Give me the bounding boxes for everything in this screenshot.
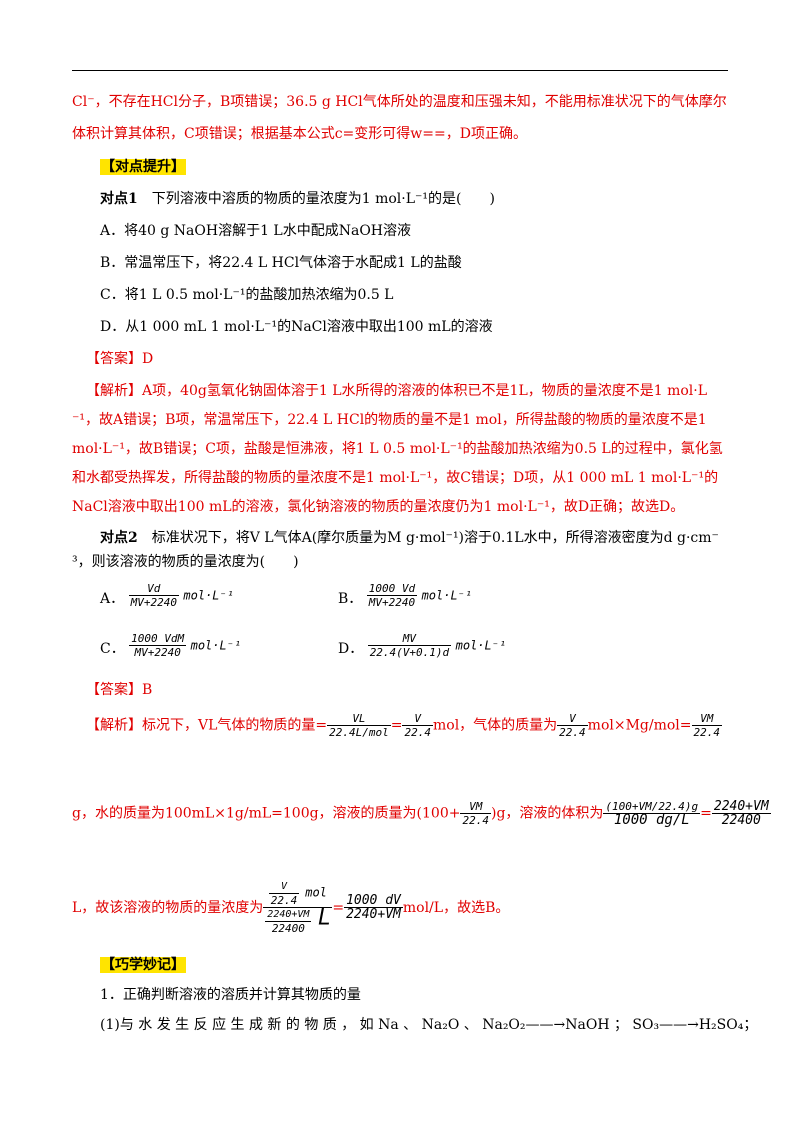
q2-label: 对点2 xyxy=(100,530,138,546)
header-rule xyxy=(72,70,728,71)
heading-duidian: 【对点提升】 xyxy=(100,159,186,175)
q1-label: 对点1 xyxy=(100,191,138,207)
q2-stem-text: 标准状况下，将V L气体A(摩尔质量为M g·mol⁻¹)溶于0.1L水中，所得… xyxy=(151,530,719,546)
tips-point-1: 1．正确判断溶液的溶质并计算其物质的量 xyxy=(100,987,361,1003)
q1-explain-2: ⁻¹，故A错误；B项，常温常压下，22.4 L HCl的物质的量不是1 mol，… xyxy=(72,412,707,428)
section-heading: 【对点提升】 xyxy=(100,157,760,177)
q1-explain-1: 【解析】A项，40g氢氧化钠固体溶于1 L水所得的溶液的体积已不是1L，物质的量… xyxy=(86,383,708,399)
q1-answer: 【答案】D xyxy=(86,351,154,367)
continued-line-2: 体积计算其体积，C项错误；根据基本公式c=变形可得w==，D项正确。 xyxy=(72,126,527,142)
tips-point-2: (1)与 水 发 生 反 应 生 成 新 的 物 质 ， 如 Na 、 Na₂O… xyxy=(100,1017,758,1033)
q1-explain-4: 和水都受热挥发，所得盐酸的物质的量浓度不是1 mol·L⁻¹，故C错误；D项，从… xyxy=(72,470,719,486)
q1-explain-3: mol·L⁻¹，故B错误；C项，盐酸是恒沸液，将1 L 0.5 mol·L⁻¹的… xyxy=(72,441,723,457)
q1-option-c: C．将1 L 0.5 mol·L⁻¹的盐酸加热浓缩为0.5 L xyxy=(100,287,394,303)
q2-stem-1: 对点2 标准状况下，将V L气体A(摩尔质量为M g·mol⁻¹)溶于0.1L水… xyxy=(100,528,760,548)
q2-answer: 【答案】B xyxy=(86,682,153,698)
q1-option-d: D．从1 000 mL 1 mol·L⁻¹的NaCl溶液中取出100 mL的溶液 xyxy=(100,319,493,335)
continued-line-1: Cl⁻，不存在HCl分子，B项错误；36.5 g HCl气体所处的温度和压强未知… xyxy=(72,94,727,110)
q1-explain-5: NaCl溶液中取出100 mL的溶液，氯化钠溶液的物质的量浓度仍为1 mol·L… xyxy=(72,499,685,515)
q1-stem: 对点1 下列溶液中溶质的物质的量浓度为1 mol·L⁻¹的是( ) xyxy=(100,189,760,209)
tips-heading: 【巧学妙记】 xyxy=(100,957,186,973)
q2-stem-2: ³，则该溶液的物质的量浓度为( ) xyxy=(72,554,299,570)
q1-option-a: A．将40 g NaOH溶解于1 L水中配成NaOH溶液 xyxy=(100,223,412,239)
q1-option-b: B．常温常压下，将22.4 L HCl气体溶于水配成1 L的盐酸 xyxy=(100,255,462,271)
q1-stem-text: 下列溶液中溶质的物质的量浓度为1 mol·L⁻¹的是( ) xyxy=(151,191,495,207)
